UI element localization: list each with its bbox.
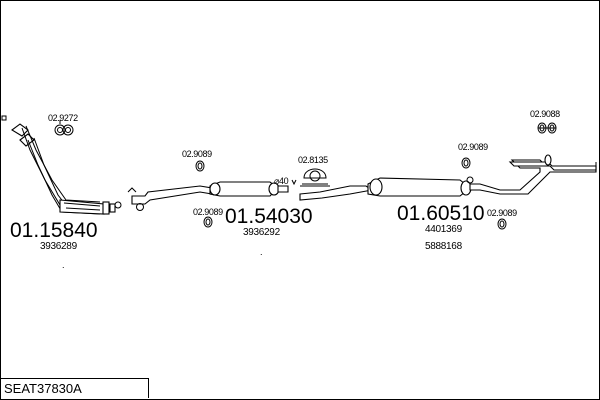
part-number-01-15840: 01.15840 (10, 219, 98, 242)
part-ref-3936292: 3936292 (243, 227, 281, 238)
hanger-02-9089-c-drawing (461, 157, 471, 169)
part-number-01-54030: 01.54030 (225, 205, 313, 228)
accessory-02-9088-label: 02.9088 (530, 109, 560, 119)
part-ref-4401369: 4401369 (425, 224, 463, 235)
flange-icon (127, 187, 137, 193)
accessory-02-9089-d-label: 02.9089 (487, 208, 517, 218)
part-ref-3936289: 3936289 (40, 241, 78, 252)
accessory-02-9089-c-label: 02.9089 (458, 142, 488, 152)
clamp-02-8135-drawing (300, 168, 330, 187)
hanger-02-9089-a-drawing (195, 160, 205, 172)
rear-silencer-drawing (299, 154, 597, 201)
accessory-02-9089-b-label: 02.9089 (193, 207, 223, 217)
part-number-01-60510: 01.60510 (397, 202, 485, 225)
hanger-02-9089-d-drawing (497, 218, 507, 230)
pipe-diameter-label: ⌀40 (274, 176, 289, 186)
dot-mark: . (62, 260, 64, 270)
hanger-02-9088-drawing (537, 122, 557, 134)
middle-silencer-drawing (131, 179, 297, 211)
edge-marker (1, 115, 7, 121)
accessory-02-9272-label: 02.9272 (48, 113, 78, 123)
accessory-02-9089-a-label: 02.9089 (182, 149, 212, 159)
accessory-02-8135-label: 02.8135 (298, 155, 328, 165)
part-ref-5888168: 5888168 (425, 241, 463, 252)
gasket-icon (114, 201, 122, 209)
drawing-title: SEAT37830A (1, 378, 149, 398)
dot-mark-2: . (260, 247, 262, 257)
front-pipe-drawing (11, 123, 116, 215)
hanger-02-9089-b-drawing (203, 216, 213, 228)
hanger-02-9272-drawing (54, 120, 74, 136)
